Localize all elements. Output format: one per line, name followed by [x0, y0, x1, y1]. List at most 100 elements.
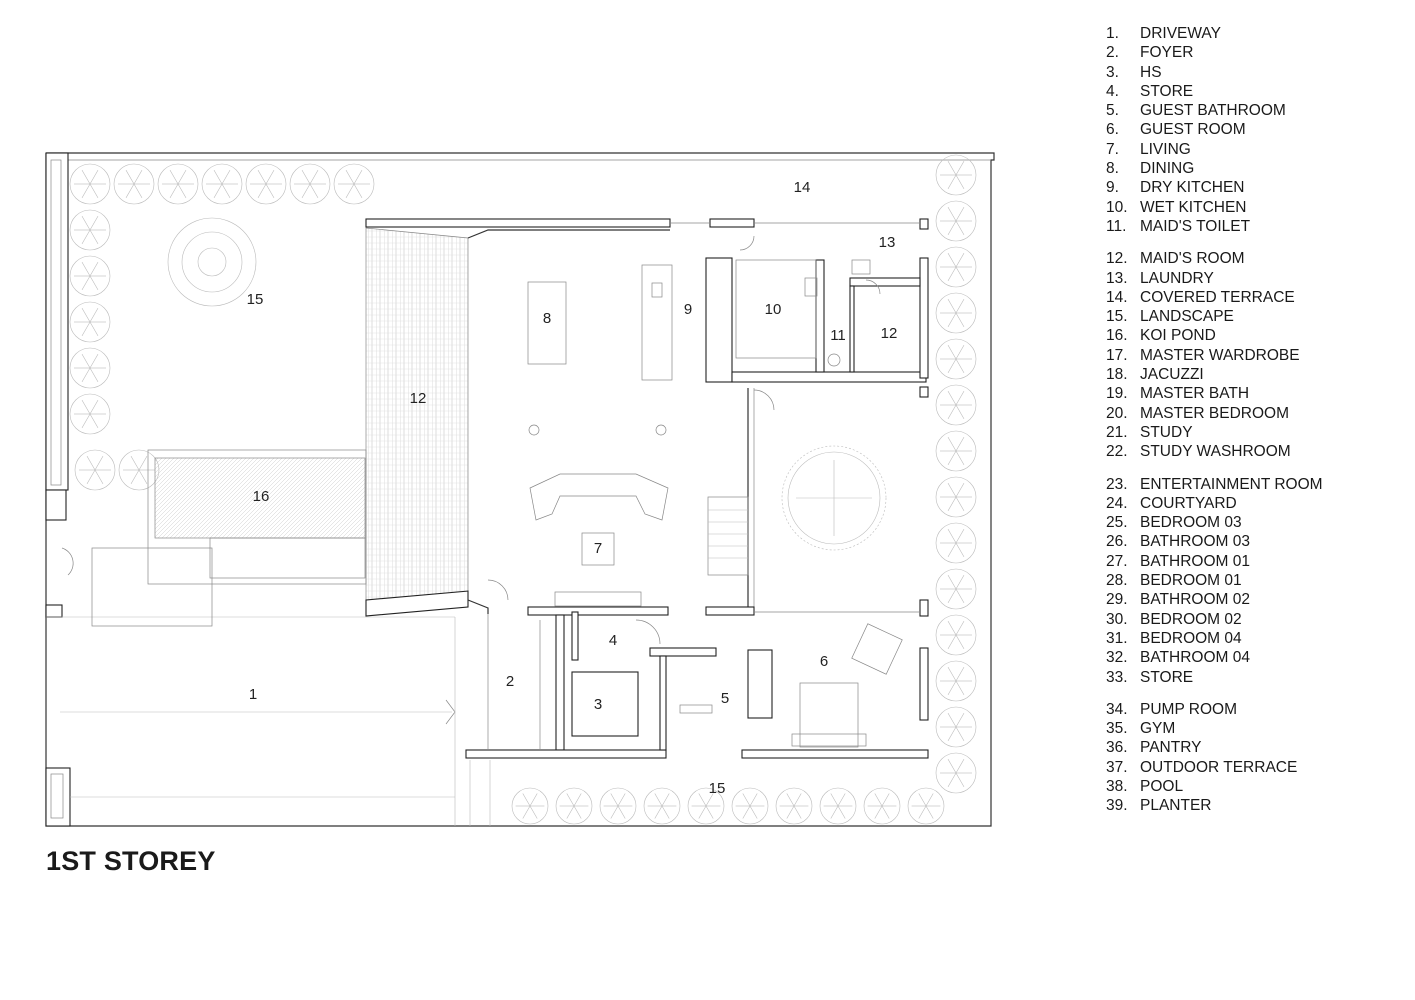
room-label-6: 6: [820, 653, 828, 670]
tree-icon: [245, 163, 287, 205]
legend-room-name: BATHROOM 04: [1140, 649, 1250, 667]
legend-room-name: PANTRY: [1140, 739, 1202, 757]
legend-item: 39.PLANTER: [1106, 796, 1323, 815]
tree-icon: [69, 209, 111, 251]
legend-item: 12. MAID'S ROOM: [1106, 249, 1323, 268]
legend-item: 7.LIVING: [1106, 140, 1323, 159]
legend-number: 9.: [1106, 179, 1119, 197]
tree-icon: [333, 163, 375, 205]
legend-room-name: GUEST BATHROOM: [1140, 102, 1286, 120]
legend-room-name: BEDROOM 02: [1140, 610, 1242, 628]
legend-item: 33. STORE: [1106, 668, 1323, 687]
legend-item: 6. GUEST ROOM: [1106, 120, 1323, 139]
legend-item: 36.PANTRY: [1106, 738, 1323, 757]
legend-number: 10.: [1106, 198, 1128, 216]
legend-number: 24.: [1106, 494, 1128, 512]
legend-item: 10. WET KITCHEN: [1106, 198, 1323, 217]
legend-room-name: MASTER BEDROOM: [1140, 404, 1289, 422]
legend-room-name: BEDROOM 01: [1140, 572, 1242, 590]
legend-number: 35.: [1106, 720, 1128, 738]
tree-icon: [118, 449, 160, 491]
drawing-title: 1ST STOREY: [46, 846, 216, 876]
tree-icon: [74, 449, 116, 491]
legend-number: 6.: [1106, 121, 1119, 139]
legend-item: 13.LAUNDRY: [1106, 269, 1323, 288]
legend-number: 34.: [1106, 700, 1128, 718]
legend-room-name: HS: [1140, 63, 1162, 81]
legend-room-name: BEDROOM 03: [1140, 514, 1242, 532]
landscape-trees: [69, 154, 977, 825]
legend-room-name: GUEST ROOM: [1140, 121, 1246, 139]
room-label-5: 5: [721, 690, 729, 707]
legend-number: 33.: [1106, 668, 1128, 686]
legend-number: 28.: [1106, 572, 1128, 590]
legend-number: 8.: [1106, 160, 1119, 178]
legend-number: 25.: [1106, 514, 1128, 532]
legend-room-name: STORE: [1140, 82, 1194, 100]
legend-item: 35.GYM: [1106, 719, 1323, 738]
tree-icon: [935, 384, 977, 426]
legend-number: 16.: [1106, 327, 1128, 345]
legend-item: 1.DRIVEWAY: [1106, 24, 1323, 43]
legend-item: 28. BEDROOM 01: [1106, 571, 1323, 590]
tree-icon: [289, 163, 331, 205]
legend-item: 16.KOI POND: [1106, 326, 1323, 345]
legend-number: 1.: [1106, 25, 1119, 42]
legend-number: 13.: [1106, 269, 1128, 287]
tree-icon: [69, 393, 111, 435]
legend-item: 4.STORE: [1106, 82, 1323, 101]
legend-item: 3. HS: [1106, 63, 1323, 82]
legend-number: 3.: [1106, 63, 1119, 81]
room-label-14: 14: [794, 179, 811, 196]
tree-icon: [69, 163, 111, 205]
legend-number: 14.: [1106, 288, 1128, 306]
legend-item: 18.JACUZZI: [1106, 365, 1323, 384]
tree-icon: [599, 787, 637, 825]
legend-room-name: DINING: [1140, 160, 1195, 178]
legend-number: 39.: [1106, 797, 1128, 815]
legend-item: 15.LANDSCAPE: [1106, 307, 1323, 326]
legend-room-name: LANDSCAPE: [1140, 308, 1234, 326]
tree-icon: [907, 787, 945, 825]
legend-item: 5.GUEST BATHROOM: [1106, 101, 1323, 120]
tree-icon: [157, 163, 199, 205]
room-label-15-bottom: 15: [709, 780, 726, 797]
legend-room-name: BATHROOM 03: [1140, 533, 1250, 551]
tree-icon: [69, 301, 111, 343]
room-label-1: 1: [249, 686, 257, 703]
legend-room-name: JACUZZI: [1140, 366, 1204, 384]
floor-plan-drawing: 1 2 3 4 5 6 7 8 9 10 11 12 12 13 14 15 1…: [45, 152, 995, 827]
legend-room-name: WET KITCHEN: [1140, 198, 1247, 216]
tree-icon: [935, 154, 977, 196]
legend-item: 32. BATHROOM 04: [1106, 648, 1323, 667]
legend-number: 38.: [1106, 777, 1128, 795]
legend-number: 20.: [1106, 404, 1128, 422]
tree-icon: [935, 614, 977, 656]
tree-icon: [935, 706, 977, 748]
room-label-12-deck: 12: [410, 390, 427, 407]
tree-icon: [935, 568, 977, 610]
legend-room-name: STORE: [1140, 668, 1194, 686]
tree-icon: [69, 255, 111, 297]
legend-item: 14.COVERED TERRACE: [1106, 288, 1323, 307]
legend-room-name: OUTDOOR TERRACE: [1140, 758, 1298, 776]
tree-icon: [687, 787, 725, 825]
legend-number: 26.: [1106, 533, 1128, 551]
koi-pond: [91, 449, 367, 627]
legend-number: 22.: [1106, 443, 1128, 461]
legend-item: 30.BEDROOM 02: [1106, 610, 1323, 629]
tree-icon: [201, 163, 243, 205]
legend-room-name: MAID'S ROOM: [1140, 250, 1245, 268]
legend-item: 31.BEDROOM 04: [1106, 629, 1323, 648]
legend-item: 9.DRY KITCHEN: [1106, 178, 1323, 197]
legend-room-name: POOL: [1140, 777, 1184, 795]
legend-number: 29.: [1106, 591, 1128, 609]
legend-room-name: PUMP ROOM: [1140, 700, 1238, 718]
legend-number: 32.: [1106, 649, 1128, 667]
legend-number: 12.: [1106, 250, 1128, 268]
deck-area: [365, 227, 469, 615]
legend-item: 26. BATHROOM 03: [1106, 532, 1323, 551]
legend-number: 37.: [1106, 758, 1128, 776]
